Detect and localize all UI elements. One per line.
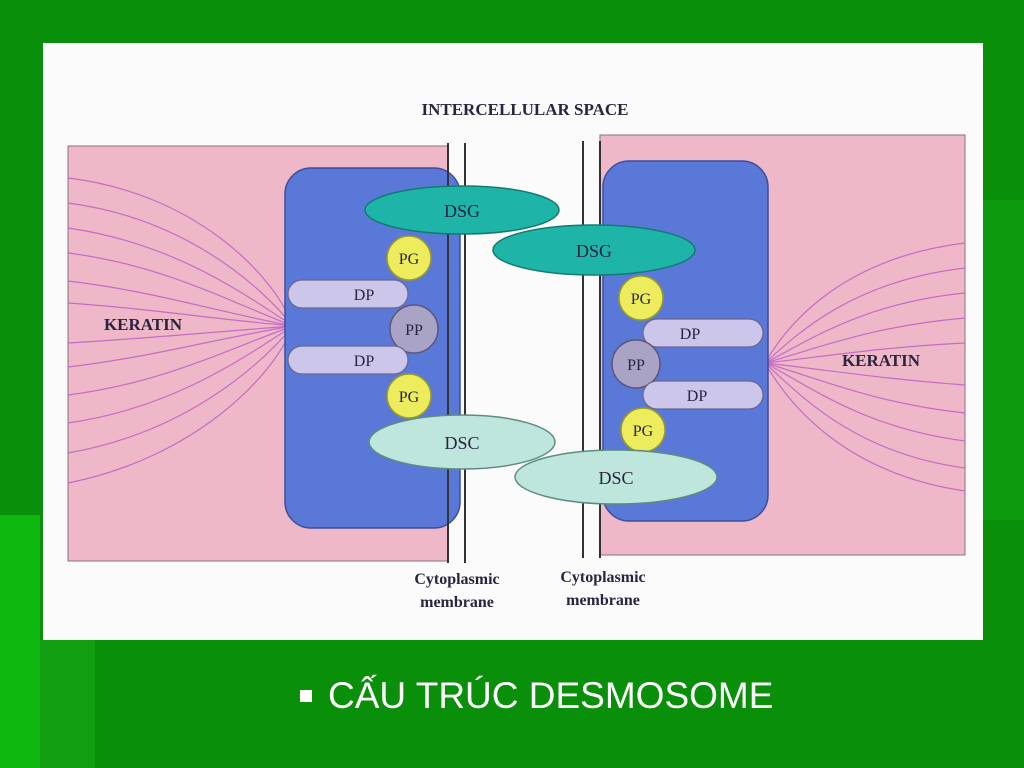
left-dp-top-protein — [287, 279, 409, 309]
left-pg-top-label: PG — [399, 251, 420, 268]
desmosome-diagram: INTERCELLULAR SPACE KERATIN KERATIN — [43, 43, 983, 640]
caption-text: CẤU TRÚC DESMOSOME — [328, 675, 774, 716]
background-band-right — [982, 200, 1024, 520]
left-dsc-label: DSC — [444, 433, 479, 453]
right-keratin-label: KERATIN — [842, 351, 921, 370]
right-dsc-label: DSC — [598, 468, 633, 488]
left-dp-top-label: DP — [354, 287, 375, 304]
right-pp-label: PP — [627, 357, 645, 374]
left-membrane-label-line1: Cytoplasmic — [414, 571, 499, 588]
left-dp-bottom-label: DP — [354, 353, 375, 370]
left-pg-bottom-protein — [386, 373, 432, 419]
right-dsg-label: DSG — [576, 241, 612, 261]
right-membrane-label-line2: membrane — [566, 592, 640, 609]
left-membrane-label-line2: membrane — [420, 594, 494, 611]
left-dsc-protein — [368, 414, 556, 470]
desmosome-diagram-svg: INTERCELLULAR SPACE KERATIN KERATIN — [67, 100, 966, 611]
right-pg-top-protein — [618, 275, 664, 321]
left-pg-bottom-label: PG — [399, 389, 420, 406]
right-dp-top-label: DP — [680, 326, 701, 343]
left-pg-top-protein — [386, 235, 432, 281]
left-dsg-label: DSG — [444, 201, 480, 221]
background-band-left-inner — [40, 640, 95, 768]
right-dsc-protein — [514, 449, 718, 505]
left-dsg-protein — [364, 185, 560, 235]
left-pp-protein — [389, 304, 439, 354]
right-dsg-protein — [492, 224, 696, 276]
right-dp-bottom-protein — [642, 380, 764, 410]
background-band-left — [0, 515, 40, 768]
right-membrane-label-line1: Cytoplasmic — [560, 569, 645, 586]
intercellular-space-label: INTERCELLULAR SPACE — [421, 100, 628, 119]
slide-caption: CẤU TRÚC DESMOSOME — [300, 672, 773, 720]
right-dp-bottom-label: DP — [687, 388, 708, 405]
left-dp-bottom-protein — [287, 345, 409, 375]
left-pp-label: PP — [405, 322, 423, 339]
right-pg-top-label: PG — [631, 291, 652, 308]
square-bullet-icon — [300, 690, 312, 702]
right-pp-protein — [611, 339, 661, 389]
left-keratin-label: KERATIN — [104, 315, 183, 334]
right-dp-top-protein — [642, 318, 764, 348]
right-pg-bottom-label: PG — [633, 423, 654, 440]
